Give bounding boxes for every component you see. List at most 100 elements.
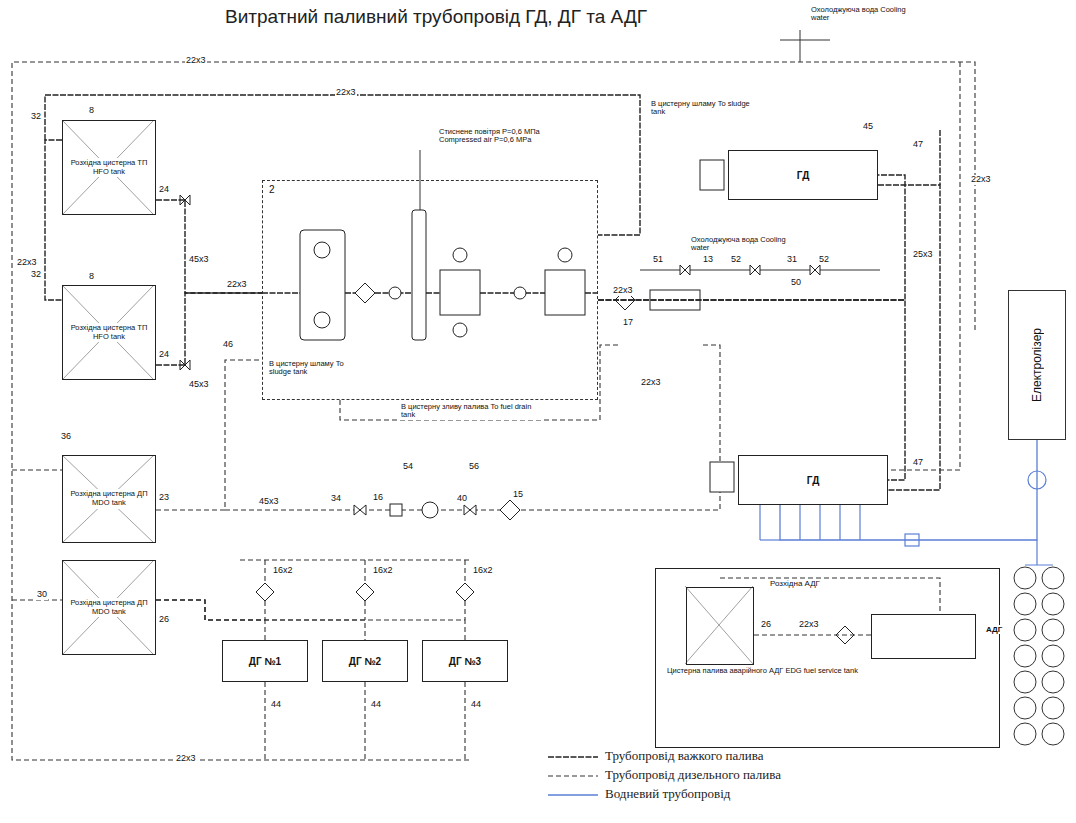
callout-label: Охолоджуюча вода Cooling water bbox=[690, 236, 792, 253]
heavy-fuel-pipe bbox=[45, 140, 62, 300]
diesel-fuel-pipe bbox=[12, 62, 975, 500]
hydrogen-bottle bbox=[1014, 723, 1036, 745]
tank-cross bbox=[62, 560, 154, 655]
service-tank: Розхідна цистерна ТП HFO tank bbox=[62, 285, 156, 380]
cooling-water-pipe bbox=[780, 30, 830, 62]
hydrogen-bottle bbox=[1042, 697, 1064, 719]
callout-label: 26 bbox=[760, 620, 772, 630]
tank-cross bbox=[685, 586, 753, 664]
callout-label: 50 bbox=[790, 278, 802, 288]
callout-label: В цистерну зливу палива To fuel drain ta… bbox=[400, 403, 542, 420]
emergency-generator: АДГ bbox=[871, 614, 976, 659]
callout-label: 23 bbox=[158, 493, 170, 503]
hydrogen-bottle bbox=[1042, 619, 1064, 641]
callout-label: 44 bbox=[370, 700, 382, 710]
heavy-fuel-pipe bbox=[939, 130, 940, 185]
callout-label: 8 bbox=[88, 272, 95, 282]
emergency-room: Розхідна АДГ Цистерна палива аварійного А… bbox=[655, 568, 1000, 748]
legend-sample bbox=[548, 794, 598, 795]
tank-cross bbox=[62, 455, 154, 543]
callout-label: 40 bbox=[456, 494, 468, 504]
hydrogen-bottle bbox=[1014, 593, 1036, 615]
filter-symbol bbox=[456, 583, 474, 601]
module-equipment bbox=[389, 287, 401, 299]
callout-label: 52 bbox=[730, 255, 742, 265]
callout-label: 16x2 bbox=[472, 566, 494, 576]
legend-text: Водневий трубопровід bbox=[605, 786, 730, 802]
main-engine: ГД bbox=[738, 455, 888, 505]
callout-label: 22x3 bbox=[970, 175, 992, 185]
tank-cross bbox=[62, 120, 753, 664]
diesel-fuel-pipe bbox=[888, 62, 960, 470]
valve-symbol bbox=[810, 265, 820, 275]
callout-label: 16x2 bbox=[272, 566, 294, 576]
emergency-tank: Цистерна палива аварійного АДГ EDG fuel … bbox=[686, 587, 754, 665]
callout-label: 56 bbox=[468, 462, 480, 472]
node-text: 2 bbox=[268, 184, 276, 195]
node-text: ГД bbox=[797, 170, 810, 181]
engine-detail bbox=[700, 160, 724, 190]
module-equipment bbox=[453, 248, 467, 262]
hydrogen-bottle bbox=[1014, 645, 1036, 667]
callout-label: 45x3 bbox=[258, 497, 280, 507]
node-text: ДГ №1 bbox=[249, 656, 281, 667]
valve-symbol bbox=[354, 505, 366, 515]
diesel-generator: ДГ №1 bbox=[222, 640, 308, 682]
callout-label: 47 bbox=[912, 458, 924, 468]
node-text: АДГ bbox=[984, 625, 1004, 634]
diesel-fuel-pipe bbox=[240, 559, 470, 560]
callout-label: 45x3 bbox=[188, 255, 210, 265]
callout-label: 52 bbox=[818, 255, 830, 265]
legend-sample bbox=[548, 756, 598, 757]
hydrogen-pipe bbox=[760, 539, 780, 540]
node-text: Розхідна АДГ bbox=[768, 579, 822, 588]
callout-label: 44 bbox=[270, 700, 282, 710]
callout-label: 26 bbox=[158, 615, 170, 625]
callout-label: 22x3 bbox=[640, 378, 662, 388]
callout-label: 15 bbox=[512, 490, 524, 500]
valve-symbol bbox=[464, 505, 476, 515]
filter-symbol bbox=[500, 500, 520, 520]
heavy-fuel-pipe bbox=[45, 95, 640, 235]
diesel-fuel-pipe bbox=[720, 578, 940, 613]
callout-label: 22x3 bbox=[226, 280, 248, 290]
node-text: Електролізер bbox=[1030, 328, 1044, 402]
callout-label: 34 bbox=[330, 494, 342, 504]
callout-label: 44 bbox=[470, 700, 482, 710]
pipe-connector bbox=[598, 300, 905, 480]
callout-label: 16 bbox=[372, 493, 384, 503]
hydrogen-bottle bbox=[1014, 567, 1036, 589]
node-text: Розхідна цистерна ДП MDO tank bbox=[67, 489, 151, 508]
callout-label: 22x3 bbox=[798, 620, 820, 630]
module-equipment bbox=[300, 230, 345, 340]
callout-label: 16x2 bbox=[372, 566, 394, 576]
callout-label: Охолоджуюча вода Cooling water bbox=[810, 6, 922, 23]
legend-text: Трубопровід важкого палива bbox=[605, 748, 763, 764]
callout-label: 32 bbox=[30, 270, 42, 280]
filter-symbol bbox=[422, 502, 438, 518]
diesel-fuel-pipe bbox=[225, 345, 720, 510]
diesel-fuel-pipe bbox=[12, 500, 470, 760]
hydrogen-bottle bbox=[1014, 567, 1064, 745]
tank-cross bbox=[62, 120, 154, 215]
hydrogen-bottle bbox=[1042, 671, 1064, 693]
pipe-connector bbox=[156, 200, 262, 293]
node-text: Розхідна цистерна ДП MDO tank bbox=[67, 598, 151, 617]
callout-label: 45x3 bbox=[188, 380, 210, 390]
legend-sample bbox=[548, 757, 598, 795]
node-text: ДГ №2 bbox=[349, 656, 381, 667]
hydrogen-bottle bbox=[1042, 645, 1064, 667]
callout-label: 54 bbox=[402, 462, 414, 472]
hydrogen-bottle bbox=[1042, 567, 1064, 589]
module-equipment bbox=[514, 287, 526, 299]
hydrogen-pipe bbox=[1025, 540, 1053, 565]
callout-label: 13 bbox=[702, 255, 714, 265]
callout-label: 22x3 bbox=[175, 754, 197, 764]
module-equipment bbox=[558, 248, 572, 262]
node-text: Розхідна цистерна ТП HFO tank bbox=[67, 158, 151, 177]
main-engine: ГД bbox=[728, 150, 878, 200]
filter-symbol bbox=[256, 583, 274, 601]
service-tank: Розхідна цистерна ДП MDO tank bbox=[62, 560, 156, 655]
callout-label: Стиснене повітря P=0,6 МПа Compressed ai… bbox=[438, 128, 560, 145]
hydrogen-bottle bbox=[1042, 723, 1064, 745]
